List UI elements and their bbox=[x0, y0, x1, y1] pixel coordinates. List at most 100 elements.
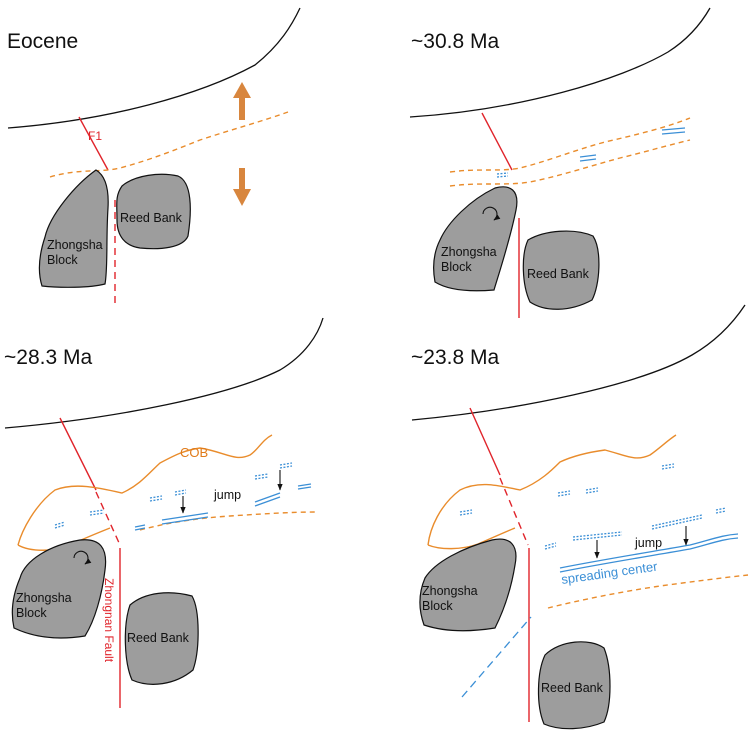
cob-line-dashed bbox=[139, 511, 319, 531]
spreading-ridge-segment bbox=[297, 483, 312, 487]
panel-title: ~30.8 Ma bbox=[411, 30, 499, 53]
spreading-ridge-segment bbox=[134, 527, 146, 531]
reed-bank-block bbox=[116, 173, 191, 250]
rotation-arrow-icon bbox=[482, 206, 501, 221]
spreading-ridge-segment bbox=[557, 490, 571, 494]
spreading-ridge-segment bbox=[279, 462, 293, 466]
spreading-ridge-segment bbox=[544, 542, 557, 547]
spreading-ridge-segment bbox=[254, 496, 281, 507]
panel-eocene: Eocene F1 Zhongsha Block Reed Bank bbox=[7, 7, 301, 305]
zhongnan-fault-dashed bbox=[95, 491, 121, 546]
panel-23-8-ma: ~23.8 Ma spreading center jump Zhongsha … bbox=[411, 304, 749, 730]
panel-title: ~23.8 Ma bbox=[411, 346, 499, 369]
spreading-ridge-segment bbox=[557, 493, 571, 497]
spreading-ridge-segment bbox=[661, 131, 686, 135]
spreading-ridge-segment bbox=[279, 465, 293, 469]
reed-bank-block bbox=[537, 641, 611, 730]
spreading-ridge-segment bbox=[89, 512, 105, 516]
spreading-ridge-segment bbox=[661, 127, 686, 131]
spreading-ridge-segment bbox=[715, 507, 727, 511]
extinct-ridge-dashed bbox=[461, 616, 532, 698]
cob-line-dashed bbox=[547, 574, 749, 609]
zhongnan-fault bbox=[59, 417, 97, 491]
spreading-ridge-segment bbox=[54, 524, 66, 529]
zhongsha-block-label: Zhongsha bbox=[16, 591, 72, 605]
panel-30-8-ma: ~30.8 Ma Zhongsha Block Reed Bank bbox=[409, 7, 711, 318]
spreading-ridge-segment bbox=[661, 466, 675, 470]
spreading-ridge-segment bbox=[161, 516, 209, 525]
panel-title: ~28.3 Ma bbox=[4, 346, 92, 369]
rotation-arrow-icon bbox=[73, 550, 92, 565]
reed-bank-label: Reed Bank bbox=[527, 267, 590, 281]
cob-line bbox=[427, 434, 677, 546]
cob-label: COB bbox=[180, 445, 208, 460]
spreading-ridge-segment bbox=[579, 154, 597, 158]
spreading-ridge-segment bbox=[496, 172, 509, 175]
coastline bbox=[7, 7, 301, 129]
zhongsha-block-label: Block bbox=[441, 260, 472, 274]
fault-trace-dashed bbox=[499, 477, 529, 546]
spreading-ridge-segment bbox=[572, 534, 623, 541]
spreading-ridge-segment bbox=[149, 495, 163, 499]
coastline bbox=[4, 317, 324, 429]
spreading-ridge-segment bbox=[297, 486, 312, 490]
spreading-ridge-segment bbox=[585, 487, 599, 491]
zhongsha-block bbox=[419, 538, 517, 632]
cob-line-lower bbox=[449, 139, 691, 187]
spreading-center bbox=[559, 533, 739, 569]
reed-bank-label: Reed Bank bbox=[541, 681, 604, 695]
spreading-ridge-segment bbox=[459, 512, 473, 516]
jump-label: jump bbox=[213, 488, 241, 502]
spreading-ridge-segment bbox=[661, 463, 675, 467]
reed-bank-block bbox=[124, 592, 199, 685]
fault-label: Zhongnan Fault bbox=[102, 578, 116, 663]
spreading-ridge-segment bbox=[174, 489, 187, 493]
panel-28-3-ma: ~28.3 Ma Zhongnan Fault COB jump Z bbox=[4, 317, 324, 708]
coastline bbox=[411, 304, 746, 421]
spreading-ridge-segment bbox=[134, 524, 146, 528]
spreading-ridge-segment bbox=[651, 517, 703, 530]
zhongsha-block bbox=[38, 169, 109, 288]
spreading-ridge-segment bbox=[54, 521, 66, 526]
spreading-ridge-segment bbox=[161, 512, 209, 521]
cob-line bbox=[49, 111, 289, 178]
spreading-ridge-segment bbox=[174, 492, 187, 496]
spreading-ridge-segment bbox=[585, 490, 599, 494]
zhongsha-block-label: Block bbox=[422, 599, 453, 613]
cob-line-upper bbox=[449, 117, 691, 173]
spreading-ridge-segment bbox=[572, 531, 623, 538]
spreading-ridge-segment bbox=[496, 175, 509, 178]
spreading-ridge-segment bbox=[89, 509, 105, 513]
fault-trace bbox=[469, 407, 501, 476]
spreading-ridge-segment bbox=[254, 473, 269, 477]
spreading-ridge-segment bbox=[149, 498, 163, 502]
spreading-ridge-segment bbox=[459, 509, 473, 513]
zhongsha-block-label: Zhongsha bbox=[47, 238, 103, 252]
spreading-ridge-segment bbox=[715, 510, 727, 514]
spreading-ridge-segment bbox=[579, 158, 597, 162]
jump-label: jump bbox=[634, 536, 662, 550]
zhongsha-block-label: Block bbox=[16, 606, 47, 620]
panel-title: Eocene bbox=[7, 30, 78, 53]
zhongsha-block bbox=[11, 539, 107, 639]
extension-arrow-icon bbox=[233, 168, 251, 206]
zhongsha-block bbox=[433, 186, 518, 292]
zhongsha-block-label: Zhongsha bbox=[441, 245, 497, 259]
reed-bank-label: Reed Bank bbox=[120, 211, 183, 225]
spreading-ridge-segment bbox=[651, 514, 703, 527]
zhongsha-block-label: Zhongsha bbox=[422, 584, 478, 598]
spreading-ridge-segment bbox=[254, 492, 281, 503]
zhongsha-block-label: Block bbox=[47, 253, 78, 267]
coastline bbox=[409, 7, 711, 118]
extension-arrow-icon bbox=[233, 82, 251, 120]
fault-f1 bbox=[78, 116, 109, 171]
spreading-ridge-segment bbox=[544, 545, 557, 550]
fault-f1 bbox=[481, 112, 513, 171]
spreading-ridge-segment bbox=[254, 476, 269, 480]
fault-label: F1 bbox=[88, 129, 102, 143]
cob-line bbox=[17, 434, 273, 546]
reed-bank-block bbox=[522, 230, 600, 310]
spreading-center bbox=[559, 537, 739, 573]
reed-bank-label: Reed Bank bbox=[127, 631, 190, 645]
